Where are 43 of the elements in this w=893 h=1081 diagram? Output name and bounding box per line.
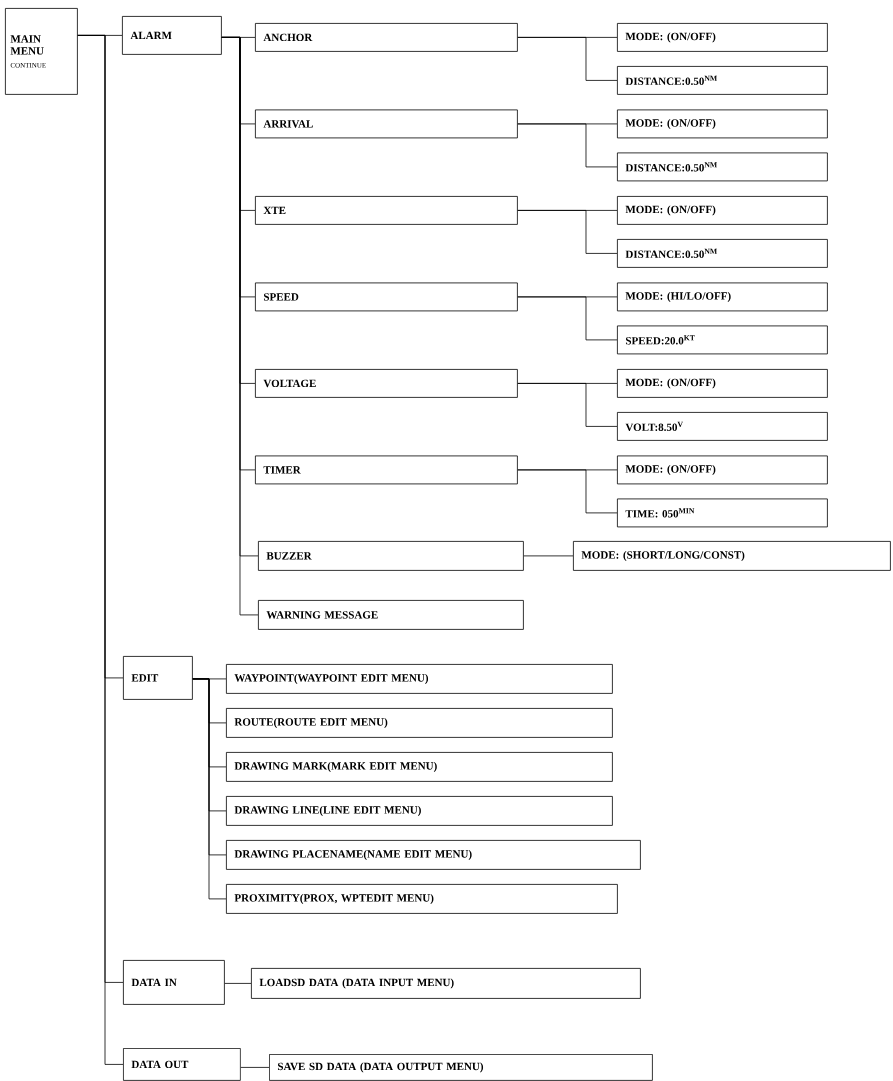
menu-box: SPEED:20.0$^{KT}$: [617, 325, 828, 355]
menu-box: VOLT:8.50$^{V}$: [617, 412, 828, 441]
menu-box: MODE: (ON/OFF): [617, 369, 828, 398]
menu-box: DRAWING PLACENAME(NAME EDIT MENU): [226, 840, 641, 870]
connector-line: [523, 555, 574, 557]
menu-box: BUZZER: [258, 541, 524, 571]
menu-box: DRAWING LINE(LINE EDIT MENU): [226, 796, 613, 826]
menu-box: TIMER: [255, 455, 518, 485]
menu-box: SAVE SD DATA (DATA OUTPUT MENU): [269, 1054, 653, 1081]
menu-box: ALARM: [122, 16, 222, 55]
menu-box: LOADSD DATA (DATA INPUT MENU): [251, 968, 641, 999]
connector-line: [517, 469, 618, 514]
menu-box: VOLTAGE: [255, 369, 518, 398]
menu-box: MODE: (ON/OFF): [617, 196, 828, 225]
menu-box: WARNING MESSAGE: [258, 600, 524, 630]
menu-box: ROUTE(ROUTE EDIT MENU): [226, 708, 613, 738]
menu-box: DISTANCE:0.50$^{NM}$: [617, 152, 828, 182]
connector-line: [517, 37, 618, 81]
menu-box: SPEED: [255, 282, 518, 312]
menu-box: EDIT: [123, 656, 193, 700]
menu-box: DISTANCE:0.50$^{NM}$: [617, 239, 828, 268]
menu-box: DATA OUT: [123, 1048, 241, 1081]
connector-line: [517, 296, 618, 341]
menu-box: PROXIMITY(PROX, WPTEDIT MENU): [226, 884, 618, 914]
connector-line: [517, 383, 618, 427]
menu-box: MODE: (SHORT/LONG/CONST): [573, 541, 891, 571]
connector-line: [517, 210, 618, 254]
menu-box: MODE: (ON/OFF): [617, 455, 828, 485]
menu-box: DISTANCE:0.50$^{NM}$: [617, 66, 828, 95]
menu-box: DRAWING MARK(MARK EDIT MENU): [226, 752, 613, 782]
connector-line: [224, 983, 252, 984]
menu-box: MODE: (ON/OFF): [617, 109, 828, 139]
menu-box: MODE: (ON/OFF): [617, 23, 828, 52]
menu-box: XTE: [255, 196, 518, 225]
menu-box: ANCHOR: [255, 23, 518, 52]
menu-box: ARRIVAL: [255, 109, 518, 139]
connector-line: [240, 1067, 270, 1068]
menu-box: TIME: 050$^{MIN}$: [617, 498, 828, 528]
menu-box: WAYPOINT(WAYPOINT EDIT MENU): [226, 664, 613, 694]
connector-line: [517, 123, 618, 168]
connector-line: [192, 678, 227, 900]
menu-box: MODE: (HI/LO/OFF): [617, 282, 828, 312]
menu-box: DATA IN: [123, 960, 225, 1005]
